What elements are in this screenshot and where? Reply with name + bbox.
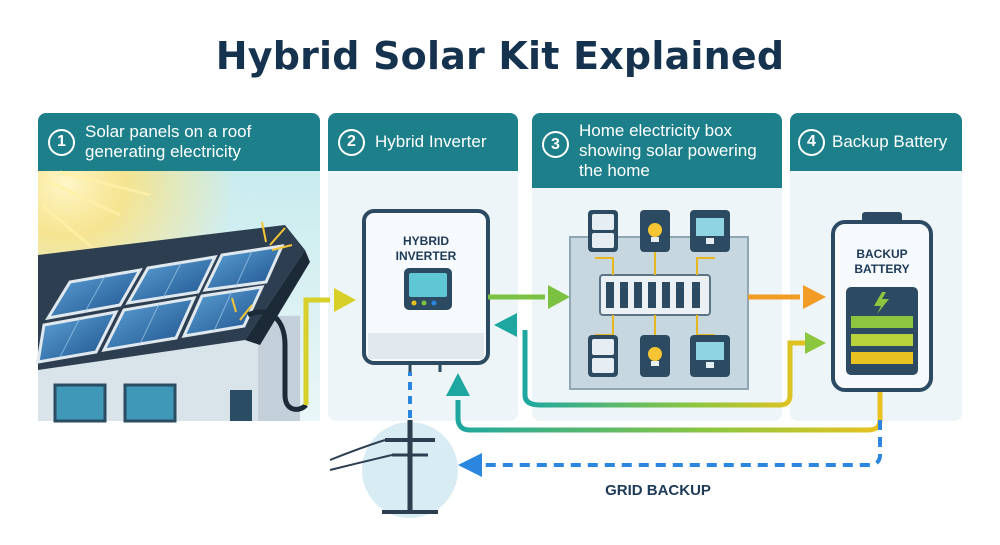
step-header-solar: 1 Solar panels on a roof generating elec… [38,113,320,171]
home-electricity-box [569,210,749,390]
arrow-home-to-battery [803,285,826,309]
step-label-home-box: Home electricity box showing solar power… [579,121,757,180]
step-label-inverter: Hybrid Inverter [375,132,487,151]
step-label-battery: Backup Battery [832,132,948,151]
inverter-label-line1: HYBRID [403,234,449,248]
step-header-inverter: 2 Hybrid Inverter [328,113,518,171]
arrow-inverter-to-home [548,285,570,309]
arrow-grid-backup [458,453,482,477]
step-label-solar: Solar panels on a roof generating electr… [85,122,252,161]
arrow-battery-to-inverter [446,373,470,396]
step-number-4: 4 [798,128,825,156]
step-number-2: 2 [338,128,365,156]
lightning-icon [874,292,889,314]
backup-battery [831,212,933,392]
arrow-home-to-inverter [494,313,517,337]
spark-icon [231,221,293,321]
arrow-to-battery-lower [805,332,826,354]
battery-label-line1: BACKUP [856,247,907,261]
step-header-battery: 4 Backup Battery [790,113,962,171]
page-title: Hybrid Solar Kit Explained [215,34,785,78]
inverter-label-line2: INVERTER [396,249,457,263]
utility-pole-illustration [329,420,458,518]
solar-roof-illustration [36,170,320,423]
grid-backup-label: GRID BACKUP [605,482,711,499]
battery-label-line2: BATTERY [854,262,909,276]
arrow-solar-to-inverter [334,288,356,312]
hybrid-inverter-device [362,209,490,372]
step-number-3: 3 [542,131,569,158]
step-number-1: 1 [48,128,75,156]
step-header-home-box: 3 Home electricity box showing solar pow… [532,113,782,188]
